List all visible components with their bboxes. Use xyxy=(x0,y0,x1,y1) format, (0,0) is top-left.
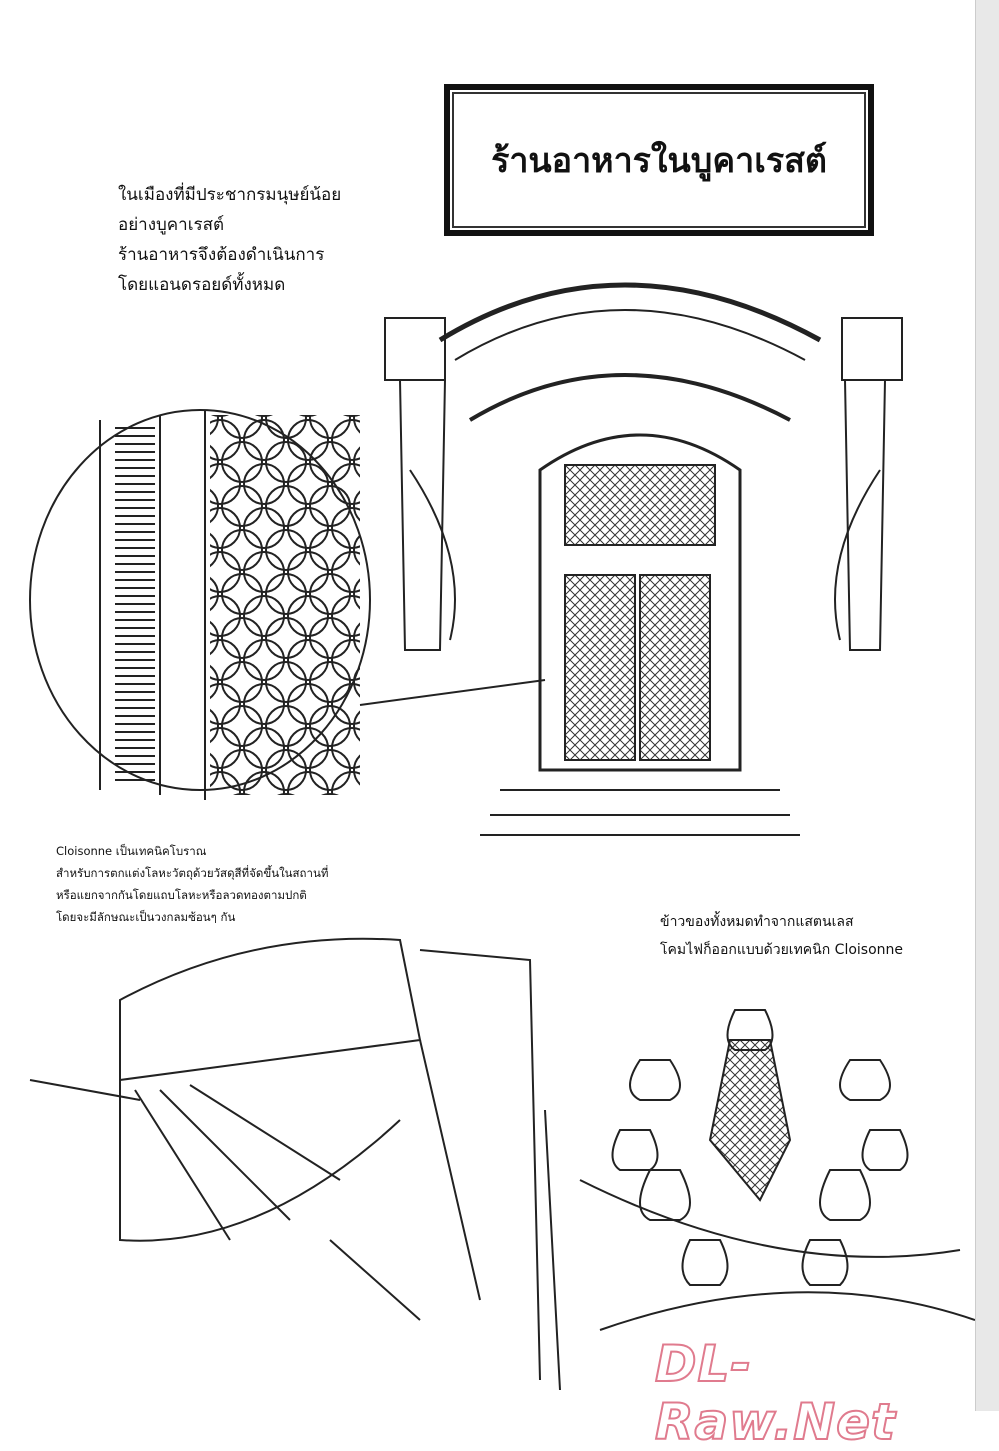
caption-line: โดยจะมีลักษณะเป็นวงกลมซ้อนๆ กัน xyxy=(56,910,236,924)
caption-line: โคมไฟก็ออกแบบด้วยเทคนิก Cloisonne xyxy=(660,942,904,958)
awning-illustration xyxy=(29,937,541,1381)
chandelier-note: ข้าวของทั้งหมดทำจากแสตนเลส โคมไฟก็ออกแบบ… xyxy=(660,908,903,964)
cloisonne-note: Cloisonne เป็นเทคนิคโบราณ สำหรับการตกแต่… xyxy=(56,840,328,928)
caption-line: Cloisonne เป็นเทคนิคโบราณ xyxy=(56,844,207,858)
intro-caption: ในเมืองที่มีประชากรมนุษย์น้อย อย่างบูคาเ… xyxy=(118,180,341,300)
watermark: DL-Raw.Net xyxy=(654,1334,896,1451)
doorway-illustration xyxy=(359,282,903,836)
chandelier-illustration xyxy=(544,1009,975,1391)
illustration-artwork xyxy=(29,282,975,1391)
caption-line: อย่างบูคาเรสต์ xyxy=(118,215,225,235)
manga-page: ร้านอาหารในบูคาเรสต์ ในเมืองที่มีประชากร… xyxy=(29,84,975,1451)
caption-line: โดยแอนดรอยด์ทั้งหมด xyxy=(118,275,286,295)
caption-line: ข้าวของทั้งหมดทำจากแสตนเลส xyxy=(660,914,854,930)
page-title: ร้านอาหารในบูคาเรสต์ xyxy=(491,141,827,181)
caption-line: ร้านอาหารจึงต้องดำเนินการ xyxy=(118,245,325,265)
viewer-scrollbar[interactable] xyxy=(975,0,999,1411)
title-caption-box: ร้านอาหารในบูคาเรสต์ xyxy=(444,84,874,236)
caption-line: สำหรับการตกแต่งโลหะวัตถุด้วยวัสดุสีที่จั… xyxy=(56,866,329,880)
cloisonne-closeup xyxy=(29,409,371,800)
caption-line: หรือแยกจากกันโดยแถบโลหะหรือลวดทองตามปกติ xyxy=(56,888,307,902)
caption-line: ในเมืองที่มีประชากรมนุษย์น้อย xyxy=(118,185,342,205)
